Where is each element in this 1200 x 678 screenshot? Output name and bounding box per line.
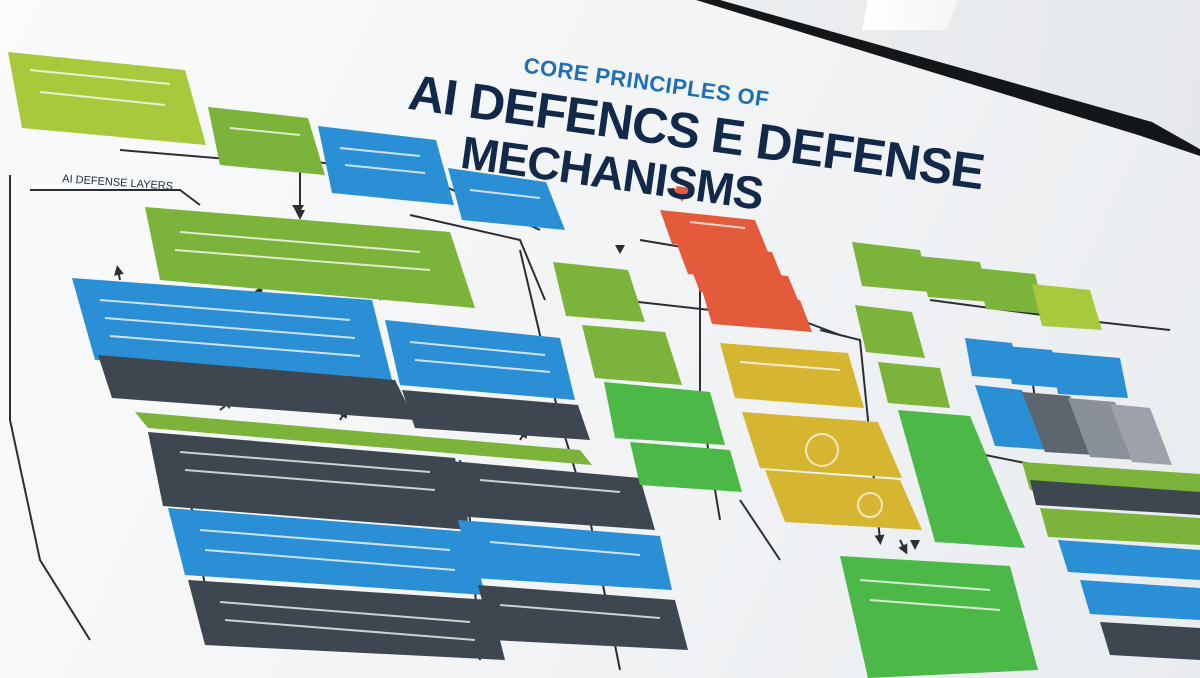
top-cards [8, 52, 565, 230]
lower-left-stack [135, 412, 688, 660]
red-stack [660, 188, 812, 332]
placeholder-text-lines [29, 69, 1001, 641]
far-right-stack [1022, 462, 1200, 660]
right-green-cluster [852, 242, 1102, 548]
ceiling-light [862, 0, 958, 30]
green-band [145, 207, 475, 308]
down-arrow-icon [292, 205, 920, 550]
right-blue-cluster [965, 338, 1172, 465]
middle-green-column [553, 262, 742, 492]
bottom-green-block [840, 556, 1038, 678]
alert-triangle-icon [676, 186, 690, 202]
yellow-stack [720, 343, 922, 530]
